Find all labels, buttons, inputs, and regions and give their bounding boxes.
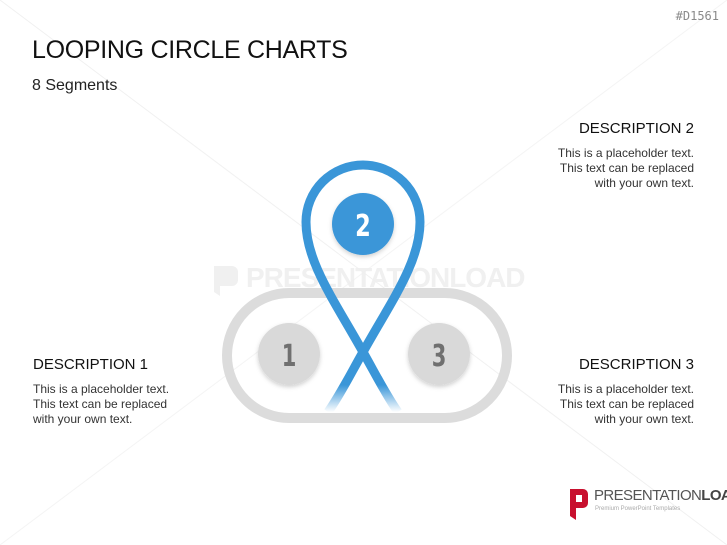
description-3-line-3: with your own text.: [594, 412, 694, 426]
description-3-title: DESCRIPTION 3: [578, 356, 694, 373]
page-subtitle: 8 Segments: [32, 77, 118, 94]
node-3[interactable]: [408, 323, 470, 385]
description-1: DESCRIPTION 1 This is a placeholder text…: [33, 356, 223, 427]
logo-tagline: Premium PowerPoint Templates: [595, 506, 681, 512]
description-2-line-1: This is a placeholder text.: [557, 146, 694, 160]
description-1-line-3: with your own text.: [33, 412, 133, 426]
node-3-label: 3: [432, 339, 447, 374]
logo-mark-icon: [570, 489, 588, 520]
description-2: DESCRIPTION 2 This is a placeholder text…: [504, 120, 694, 191]
node-2[interactable]: [332, 193, 394, 255]
description-2-line-2: This text can be replaced: [559, 161, 694, 175]
description-2-title: DESCRIPTION 2: [578, 120, 694, 137]
description-1-title: DESCRIPTION 1: [33, 356, 149, 373]
description-3-line-1: This is a placeholder text.: [557, 382, 694, 396]
logo-wordmark: PRESENTATIONLOAD®: [594, 487, 727, 504]
description-3: DESCRIPTION 3 This is a placeholder text…: [504, 356, 694, 427]
svg-text:PRESENTATIONLOAD: PRESENTATIONLOAD: [246, 262, 525, 293]
description-2-line-3: with your own text.: [594, 176, 694, 190]
gray-loop-track: [222, 288, 512, 423]
blue-loop: [301, 160, 425, 415]
watermark: PRESENTATIONLOAD: [214, 262, 526, 296]
presentationload-logo: PRESENTATIONLOAD® Premium PowerPoint Tem…: [568, 485, 727, 525]
node-1-label: 1: [282, 339, 297, 374]
slide-id: #D1561: [675, 9, 719, 23]
page-title: LOOPING CIRCLE CHARTS: [32, 36, 348, 64]
description-3-line-2: This text can be replaced: [559, 397, 694, 411]
node-2-label: 2: [355, 209, 371, 244]
description-1-line-1: This is a placeholder text.: [33, 382, 170, 396]
node-1[interactable]: [258, 323, 320, 385]
description-1-line-2: This text can be replaced: [33, 397, 168, 411]
